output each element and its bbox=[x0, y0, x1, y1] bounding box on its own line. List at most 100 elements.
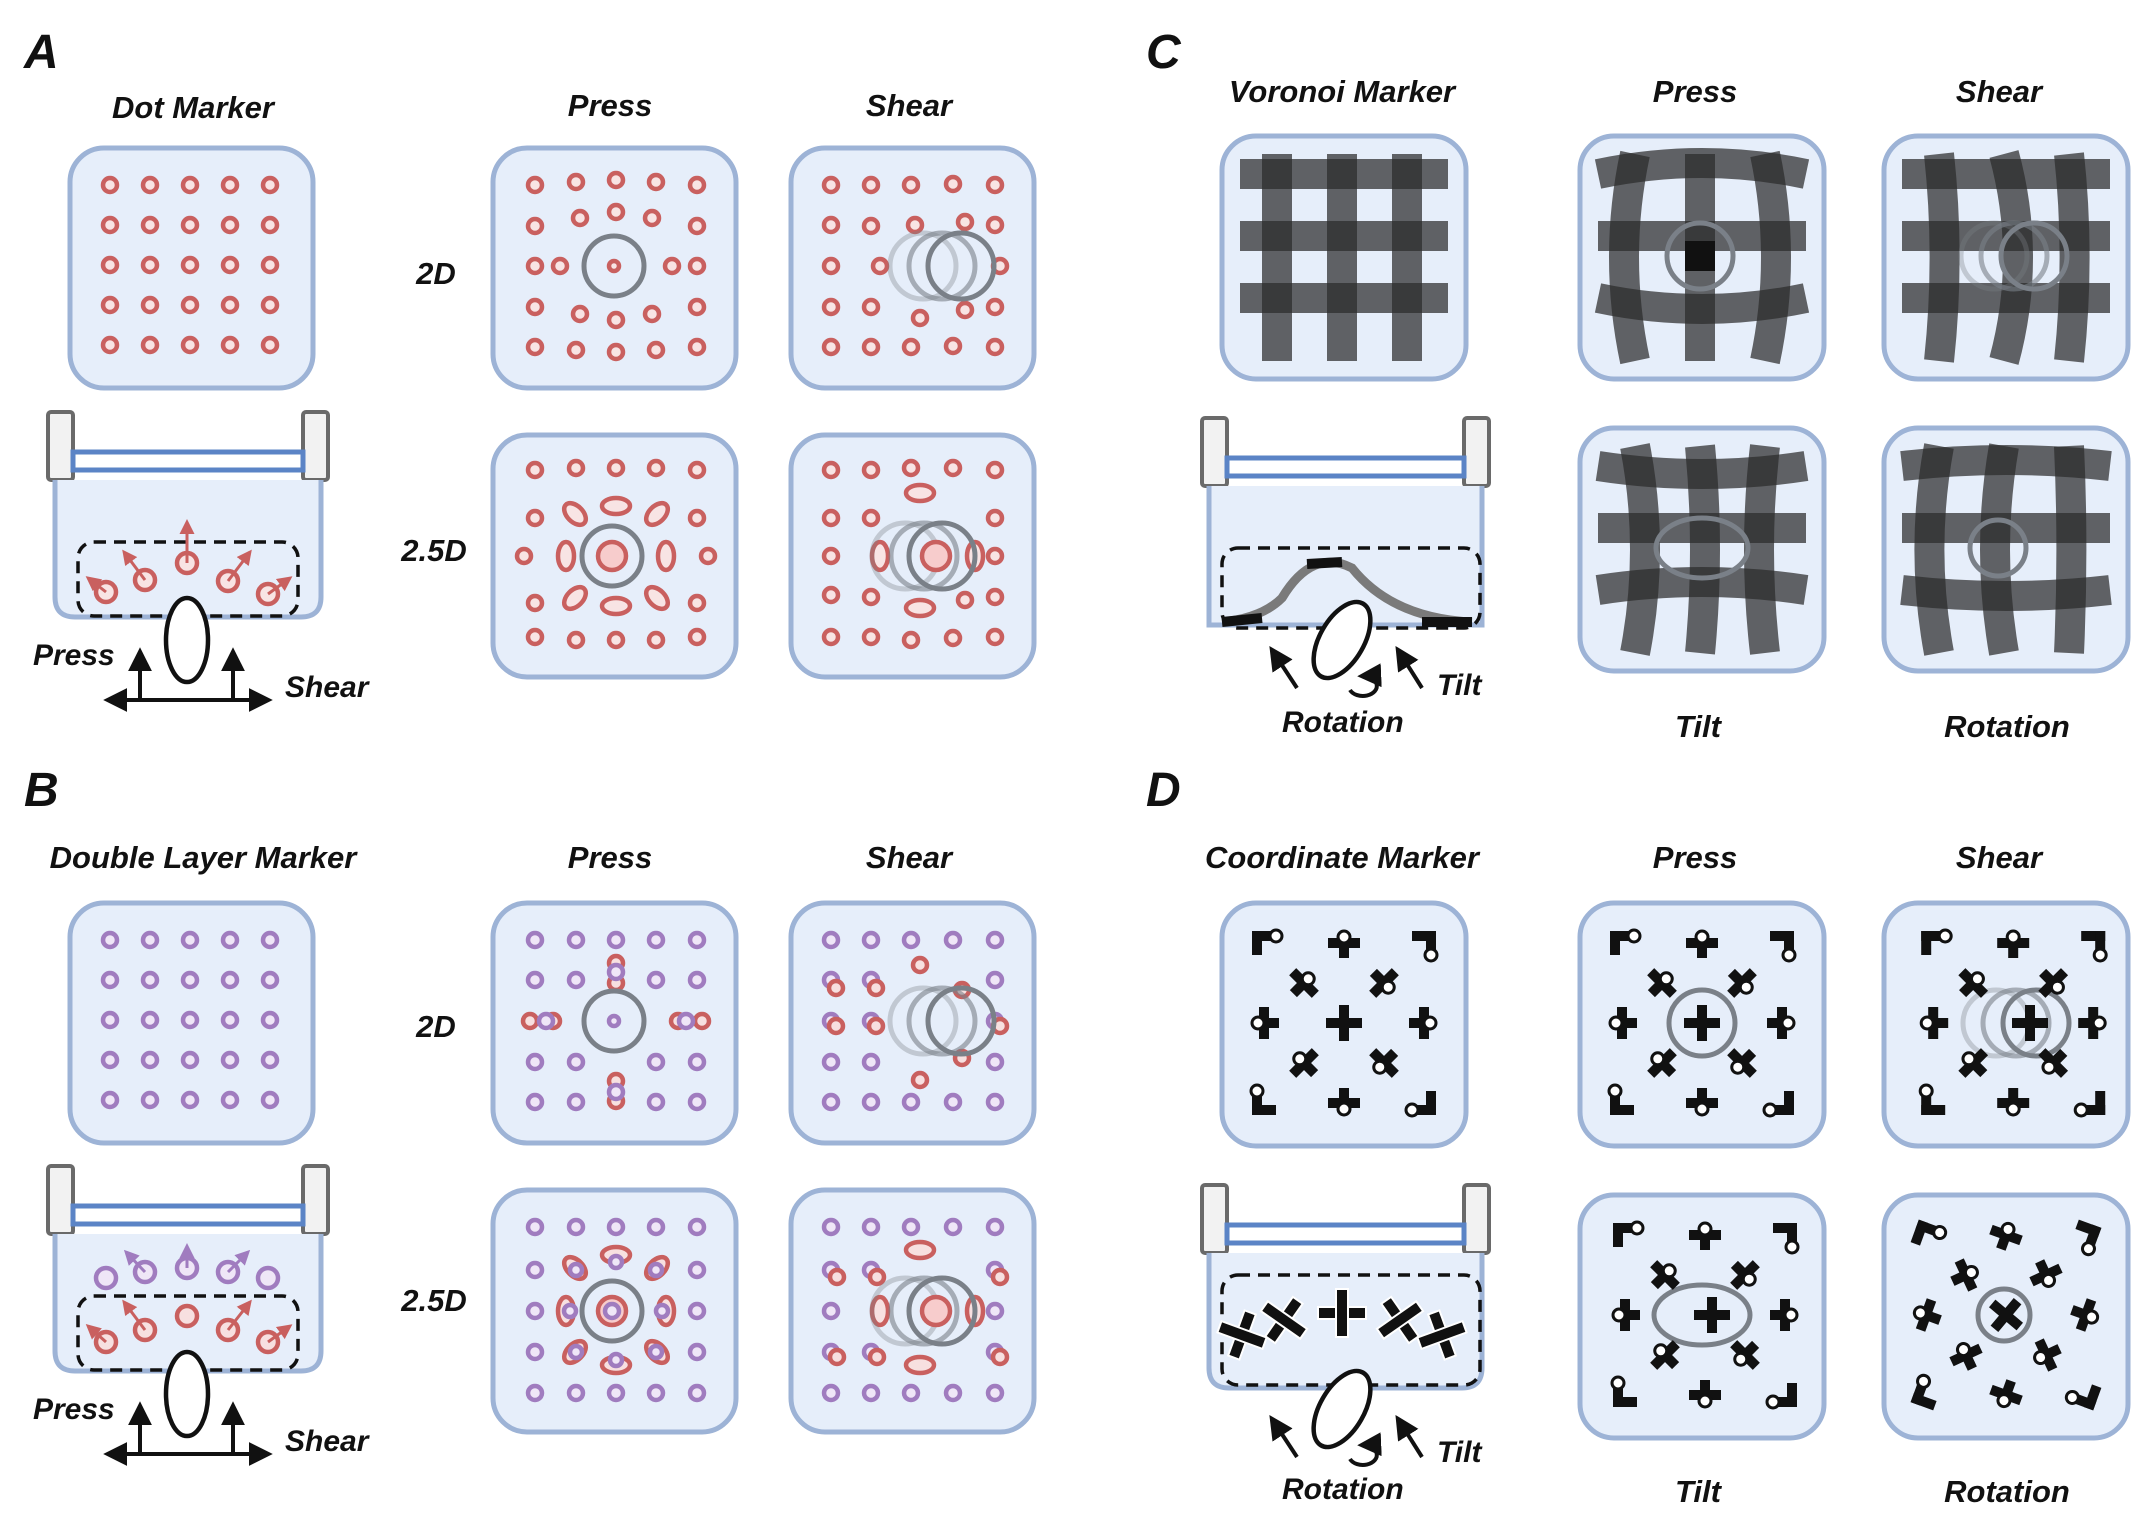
press-contact-c bbox=[1664, 220, 1736, 292]
marker-dot bbox=[866, 1016, 886, 1036]
marker-dot bbox=[821, 337, 841, 357]
marker-dot bbox=[821, 546, 841, 566]
frame-post-left bbox=[46, 1164, 75, 1236]
coordinate-marker bbox=[1326, 1005, 1362, 1041]
marker-dot bbox=[861, 175, 881, 195]
marker-dot bbox=[260, 175, 280, 195]
marker-dot bbox=[905, 215, 925, 235]
coordinate-marker bbox=[1767, 1007, 1796, 1039]
marker-dot bbox=[1372, 1059, 1388, 1075]
marker-dot bbox=[525, 1217, 545, 1237]
marker-dot bbox=[140, 1090, 160, 1110]
marker-dot bbox=[1661, 1263, 1677, 1279]
press-25d-pad bbox=[490, 432, 739, 680]
marker-dot bbox=[180, 175, 200, 195]
marker-dot bbox=[1963, 1264, 1979, 1280]
marker-dot bbox=[220, 1010, 240, 1030]
marker-dot bbox=[643, 584, 671, 612]
marker-dot bbox=[260, 930, 280, 950]
marker-dot bbox=[606, 202, 626, 222]
marker-dot bbox=[1607, 1083, 1623, 1099]
shear-contact-c bbox=[1998, 220, 2070, 292]
coordinate-marker bbox=[1686, 1088, 1718, 1117]
shear-2d-pad bbox=[788, 145, 1037, 391]
coordinate-marker bbox=[1369, 968, 1399, 998]
marker-dot bbox=[901, 930, 921, 950]
shear-trail-c2 bbox=[1978, 220, 2050, 292]
marker-dot bbox=[1608, 1015, 1624, 1031]
coordinate-marker bbox=[1689, 1221, 1721, 1250]
marker-dot bbox=[2005, 929, 2021, 945]
panel-b-row-2d: 2D bbox=[415, 1009, 456, 1044]
marker-dot bbox=[140, 335, 160, 355]
press-pad-d bbox=[1577, 900, 1827, 1149]
cross-bar bbox=[1697, 1005, 1707, 1041]
marker-dot bbox=[985, 508, 1005, 528]
coordinate-marker bbox=[1613, 1220, 1645, 1247]
surface-dash bbox=[1221, 613, 1263, 627]
marker-dot bbox=[566, 1217, 586, 1237]
panel-a-press-header: Press bbox=[568, 88, 652, 123]
double-layer-marker-title: Double Layer Marker bbox=[50, 840, 359, 875]
marker-dot bbox=[955, 212, 975, 232]
tilt-arrow-left bbox=[1269, 1414, 1299, 1459]
panel-d-press-header: Press bbox=[1653, 840, 1737, 875]
marker-dot bbox=[1733, 1351, 1749, 1367]
l-bar bbox=[1613, 1223, 1637, 1233]
coordinate-marker bbox=[2078, 1007, 2107, 1039]
marker-dot bbox=[525, 930, 545, 950]
tilt-arrow-right bbox=[1395, 645, 1424, 690]
cross-bar bbox=[1335, 1288, 1349, 1338]
marker-dot bbox=[903, 1239, 937, 1261]
marker-dot bbox=[570, 208, 590, 228]
marker-dot bbox=[536, 1011, 556, 1031]
marker-dot bbox=[1650, 1051, 1666, 1067]
voronoi-marker-title: Voronoi Marker bbox=[1229, 74, 1457, 109]
marker-dot bbox=[870, 256, 890, 276]
grid-band-v bbox=[2054, 445, 2087, 654]
marker-dot bbox=[687, 508, 707, 528]
panel-a-shear-header: Shear bbox=[866, 88, 954, 123]
marker-dot bbox=[655, 539, 677, 573]
tilt-contact-d bbox=[1651, 1282, 1753, 1348]
marker-cross-side bbox=[1317, 1288, 1367, 1338]
marker-dot bbox=[901, 337, 921, 357]
deformation-arrow bbox=[226, 549, 252, 582]
marker-dot bbox=[220, 295, 240, 315]
marker-dot bbox=[646, 172, 666, 192]
marker-dot bbox=[901, 1383, 921, 1403]
marker-dot bbox=[687, 297, 707, 317]
marker-dot bbox=[606, 258, 622, 274]
press-2d-pad-b bbox=[490, 900, 739, 1146]
marker-dot bbox=[566, 458, 586, 478]
coordinate-marker bbox=[1328, 929, 1360, 958]
l-bar bbox=[1252, 931, 1276, 941]
coordinate-marker bbox=[1610, 928, 1642, 955]
l-bar bbox=[1610, 931, 1634, 941]
panel-c-side-view bbox=[1200, 416, 1491, 698]
l-bar bbox=[1613, 1223, 1623, 1247]
indenter bbox=[1311, 599, 1373, 681]
marker-dot bbox=[180, 215, 200, 235]
marker-dot bbox=[100, 1050, 120, 1070]
marker-dot bbox=[943, 174, 963, 194]
marker-dot bbox=[602, 1301, 622, 1321]
t-bar bbox=[1339, 938, 1349, 958]
marker-dot bbox=[1423, 947, 1439, 963]
deformation-arrow bbox=[226, 1249, 251, 1274]
marker-dot bbox=[100, 1090, 120, 1110]
shear-25d-contact-b bbox=[906, 1275, 978, 1347]
marker-dot bbox=[985, 970, 1005, 990]
marker-dot bbox=[861, 1092, 881, 1112]
marker-dot bbox=[861, 930, 881, 950]
pad-background bbox=[788, 432, 1037, 680]
marker-dot bbox=[1626, 928, 1642, 944]
marker-dot bbox=[1780, 1015, 1796, 1031]
marker-cross-side bbox=[1259, 1295, 1309, 1345]
shear-25d-trail-2 bbox=[888, 520, 960, 592]
marker-dot bbox=[687, 1052, 707, 1072]
marker-dot bbox=[910, 308, 930, 328]
marker-dot bbox=[646, 458, 666, 478]
marker-dot bbox=[826, 1016, 846, 1036]
marker-dot bbox=[861, 1383, 881, 1403]
